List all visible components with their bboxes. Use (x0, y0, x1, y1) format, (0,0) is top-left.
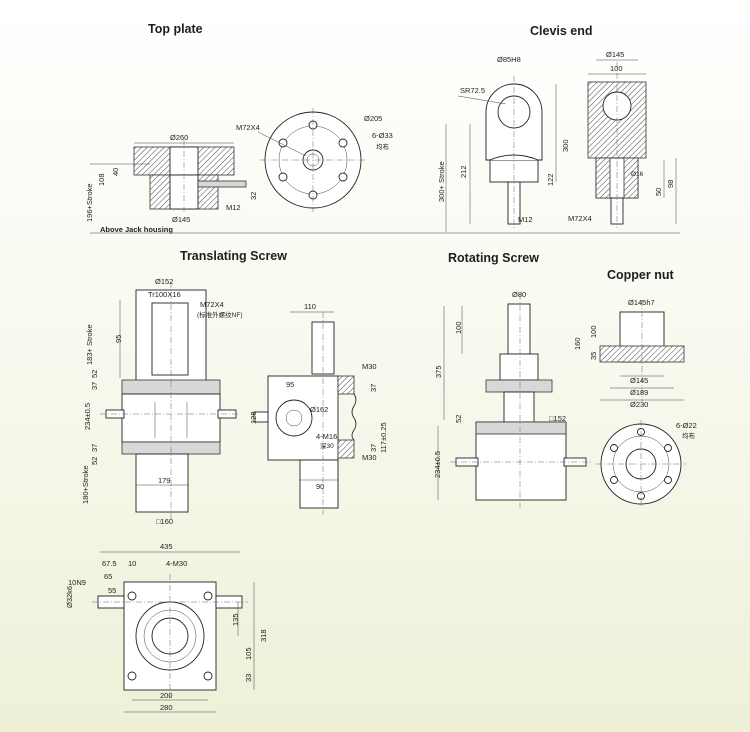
dim-h375: 375 (434, 365, 443, 378)
dim-h37c: 37 (369, 384, 378, 392)
clevis-end-view: Clevis end Ø85H8 SR72.5 212 300+ Stroke … (437, 24, 677, 232)
dim-m12-clevis: M12 (518, 215, 533, 224)
dim-shaft: Ø32k6 (65, 586, 74, 608)
dim-h100-cn: 100 (589, 325, 598, 338)
dim-key: 10N9 (68, 578, 86, 587)
dim-d145-top: Ø145 (172, 215, 190, 224)
dim-h52b: 52 (90, 457, 99, 465)
dim-m30-base: 4-M30 (166, 559, 187, 568)
dim-stroke-300: 300+ Stroke (437, 161, 446, 202)
dim-h300: 300 (561, 139, 570, 152)
dim-h37d: 37 (369, 444, 378, 452)
dim-m72-clevis: M72X4 (568, 214, 592, 223)
dim-w100-clevis: 100 (610, 64, 623, 73)
dim-h52a: 52 (90, 370, 99, 378)
dim-h122: 122 (546, 173, 555, 186)
dim-h160-cn: 160 (573, 337, 582, 350)
top-plate-title: Top plate (148, 22, 203, 36)
dim-h117: 117±0.25 (379, 422, 388, 453)
copper-nut-view: Copper nut Ø145h7 100 160 35 Ø145 Ø189 Ø… (573, 268, 697, 508)
translating-screw-title: Translating Screw (180, 249, 287, 263)
dim-h52-rs: 52 (454, 415, 463, 423)
dim-d85h8: Ø85H8 (497, 55, 521, 64)
dim-m72-ts: M72X4 (200, 300, 224, 309)
dim-h95-ts: 95 (114, 335, 123, 343)
dim-sr72: SR72.5 (460, 86, 485, 95)
dim-h37b: 37 (90, 444, 99, 452)
dim-d152: Ø152 (155, 277, 173, 286)
dim-tr100: Tr100X16 (148, 290, 181, 299)
dim-m16: 4-M16 (316, 432, 337, 441)
dim-h234-ts: 234±0.5 (83, 403, 92, 430)
dim-sq160: □160 (156, 517, 173, 526)
dim-d80: Ø80 (512, 290, 526, 299)
dim-d162: Ø162 (310, 405, 328, 414)
dim-h37a: 37 (90, 382, 99, 390)
dim-h105: 105 (244, 647, 253, 660)
dim-d145-cn: Ø145 (630, 376, 648, 385)
dim-w65: 65 (104, 572, 112, 581)
dim-d189: Ø189 (630, 388, 648, 397)
dim-w435: 435 (160, 542, 173, 551)
dim-d260: Ø260 (170, 133, 188, 142)
dim-h108: 108 (97, 173, 106, 186)
dim-h212: 212 (459, 165, 468, 178)
dim-h234-rs: 234±0.5 (433, 451, 442, 478)
dim-h35-cn: 35 (589, 352, 598, 360)
dim-m72-top: M72X4 (236, 123, 260, 132)
dim-even-top: 均布 (376, 142, 390, 151)
dim-d230: Ø230 (630, 400, 648, 409)
dim-holes-cn: 6-Ø22 (676, 421, 697, 430)
dim-w90: 90 (316, 482, 324, 491)
dim-h33: 33 (244, 674, 253, 682)
dim-w179: 179 (158, 476, 171, 485)
rotating-screw-view: Rotating Screw Ø80 100 375 52 □152 234±0… (433, 251, 592, 508)
dim-depth: 深30 (320, 441, 334, 450)
dim-w280: 280 (160, 703, 173, 712)
clevis-end-title: Clevis end (530, 24, 593, 38)
dim-m12-top: M12 (226, 203, 241, 212)
dim-h50: 50 (654, 188, 663, 196)
dim-w95: 95 (286, 380, 294, 389)
base-view: 435 67.5 10 4-M30 65 55 10N9 Ø32k6 135 3… (65, 542, 268, 713)
dim-h318: 318 (259, 629, 268, 642)
dim-m30a: M30 (362, 362, 377, 371)
dim-d145-clevis: Ø145 (606, 50, 624, 59)
dim-d145h7: Ø145h7 (628, 298, 655, 307)
dim-h98: 98 (666, 180, 675, 188)
dim-stroke-183: 183+ Stroke (85, 324, 94, 365)
dim-h135: 135 (231, 613, 240, 626)
dim-h128: 128 (249, 411, 258, 424)
dim-stroke-180: 180+Stroke (81, 465, 90, 504)
dim-w55: 55 (108, 586, 116, 595)
translating-screw-view: Translating Screw Ø152 Tr100X16 M72X4 (标… (81, 249, 388, 526)
dim-small-clevis: Ø16 (631, 171, 644, 178)
dim-h100-rs: 100 (454, 321, 463, 334)
dim-w10: 10 (128, 559, 136, 568)
dim-h32: 32 (249, 192, 258, 200)
dim-stroke-196: 196+Stroke (85, 183, 94, 222)
dim-w67: 67.5 (102, 559, 117, 568)
dim-h40: 40 (111, 168, 120, 176)
dim-w200: 200 (160, 691, 173, 700)
dim-m30b: M30 (362, 453, 377, 462)
dim-w110: 110 (304, 302, 316, 311)
top-plate-view: Top plate Ø260 40 108 196+Stroke 32 M12 … (85, 22, 680, 234)
dim-even-cn: 均布 (682, 431, 696, 440)
dim-holes-top: 6-Ø33 (372, 131, 393, 140)
rotating-screw-title: Rotating Screw (448, 251, 539, 265)
above-jack-housing-label: Above Jack housing (100, 225, 173, 234)
dim-sq152: □152 (549, 414, 566, 423)
copper-nut-title: Copper nut (607, 268, 674, 282)
dim-note-ts: (标准外螺纹NF) (197, 310, 243, 319)
dim-d205: Ø205 (364, 114, 382, 123)
